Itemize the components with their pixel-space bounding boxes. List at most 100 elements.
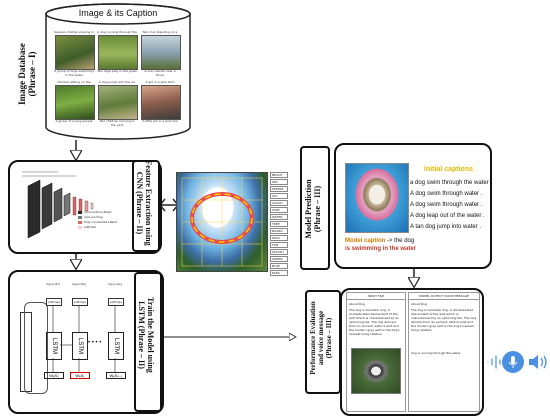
thumb-header-6: A girl in a pink shirt bbox=[145, 80, 175, 84]
input-dog-photo bbox=[351, 348, 401, 394]
database-phase-line1: Image Database bbox=[17, 43, 27, 105]
cnn-legend-item: convolution+ReLU bbox=[78, 210, 128, 214]
legend-label: max pooling bbox=[84, 215, 103, 219]
lstm-output-3: log pₙ(Sₙ) bbox=[108, 282, 123, 286]
feature-tag: FUN bbox=[270, 242, 288, 248]
model-output-panel: MODEL OUTPUT VOICE MESSAGE About Dog The… bbox=[408, 292, 480, 412]
lstm-diagram: log p₁(S₁) log p₂(S₂) log pₙ(Sₙ) softmax… bbox=[16, 280, 128, 406]
evaluation-phase-label-box bbox=[305, 290, 341, 394]
initial-caption: A dog swim through water . bbox=[410, 191, 483, 197]
output-subtitle: About Dog bbox=[411, 302, 427, 306]
initial-caption: A dog swim through water . bbox=[410, 202, 483, 208]
cnn-legend-item: fully connected+ReLU bbox=[78, 220, 128, 224]
lstm-cell-3: LSTM bbox=[108, 332, 124, 360]
cnn-legend-item: softmax bbox=[78, 225, 128, 229]
thumb-photo-6 bbox=[141, 85, 181, 120]
lstm-output-2: log p₂(S₂) bbox=[72, 282, 87, 286]
lstm-input-1: WₑS₀ bbox=[44, 372, 64, 379]
thumb-caption-5: Two children running in the yard bbox=[99, 119, 135, 127]
feature-tag: CLOUD bbox=[270, 200, 288, 206]
thumbnail-grid: Several children playing in the water A … bbox=[54, 30, 182, 130]
evaluation-phase-label: Performance Evaluation and voice message… bbox=[309, 293, 333, 383]
microphone-icon bbox=[502, 351, 524, 373]
feature-tag: TREE bbox=[270, 221, 288, 227]
train-phase-label-box bbox=[134, 272, 162, 412]
thumb-header-5: A dog jumps into the air bbox=[98, 80, 136, 84]
model-caption-rest: is swimming in the water bbox=[345, 246, 417, 252]
voice-waveform-icon bbox=[487, 355, 501, 369]
feature-tag: SPLASH bbox=[270, 249, 288, 255]
speaker-icon bbox=[529, 355, 547, 369]
train-phase-line1: Train the Model using bbox=[146, 297, 155, 373]
thumb-caption-4: A group of young people bbox=[55, 119, 93, 123]
cnn-architecture-diagram bbox=[22, 171, 94, 239]
lstm-input-2: WₑS₁ bbox=[70, 372, 90, 379]
initial-captions-heading: Initial captions bbox=[424, 166, 474, 173]
input-subtitle: About Dog bbox=[349, 302, 365, 306]
legend-label: fully connected+ReLU bbox=[84, 220, 118, 224]
lstm-connectors bbox=[52, 306, 116, 372]
output-extra-text: dog is running through the water bbox=[411, 351, 461, 355]
prediction-phase-label-box bbox=[300, 146, 330, 270]
feature-tag: SEA bbox=[270, 179, 288, 185]
database-phase-label: Image Database (Phrase – I) bbox=[17, 29, 37, 119]
model-caption-arrow: -> the dog bbox=[385, 238, 415, 244]
thumb-caption-1: A group of dogs swimming in the water bbox=[54, 69, 95, 77]
legend-swatch bbox=[78, 215, 82, 219]
legend-swatch bbox=[78, 210, 82, 214]
feature-tag: POOL bbox=[270, 235, 288, 241]
lstm-cell-1: LSTM bbox=[46, 332, 62, 360]
cnn-legend-item: max pooling bbox=[78, 215, 128, 219]
feature-tag: PEOPLE bbox=[270, 186, 288, 192]
lstm-softmax-3: softmax bbox=[108, 298, 125, 306]
legend-label: convolution+ReLU bbox=[84, 210, 112, 214]
initial-caption: A dog leap out of the water . bbox=[410, 213, 485, 219]
evaluation-phase-line3: (Phrase – III) bbox=[325, 317, 333, 359]
feature-tag-list: BEACH SEA PEOPLE SKY CLOUD SURF WATER TR… bbox=[270, 172, 288, 276]
feature-tag: BLUE bbox=[270, 263, 288, 269]
lstm-recurrent-loop bbox=[24, 302, 48, 394]
input-body-text: The dog is domestic dog. A domesticated … bbox=[349, 308, 400, 336]
legend-swatch bbox=[78, 225, 82, 229]
thumb-photo-4 bbox=[55, 85, 95, 120]
feature-sample-photo bbox=[176, 172, 268, 272]
feature-phase-line1: Feature Extraction using bbox=[144, 160, 153, 246]
cnn-legend: convolution+ReLU max pooling fully conne… bbox=[78, 210, 128, 229]
thumb-caption-3: A man stands near a fence bbox=[144, 69, 176, 77]
lstm-softmax-1: softmax bbox=[46, 298, 63, 306]
prediction-phase-line2: (Phrase – III) bbox=[313, 185, 322, 233]
lstm-output-1: log p₁(S₁) bbox=[46, 282, 61, 286]
microphone-glyph bbox=[508, 356, 518, 368]
model-caption: Model caption -> the dog is swimming in … bbox=[345, 237, 465, 253]
feature-phase-label-box bbox=[132, 160, 160, 252]
output-panel-title: MODEL OUTPUT VOICE MESSAGE bbox=[409, 293, 479, 300]
database-phase-line2: (Phrase – I) bbox=[27, 51, 37, 97]
model-caption-label: Model caption bbox=[345, 238, 386, 244]
legend-swatch bbox=[78, 220, 82, 224]
prediction-dog-photo bbox=[345, 163, 409, 233]
feature-tag: WATER bbox=[270, 214, 288, 220]
output-body-text: The dog is domestic dog. A domesticated … bbox=[411, 308, 477, 332]
lstm-softmax-2: softmax bbox=[72, 298, 89, 306]
feature-tag: BOARD bbox=[270, 228, 288, 234]
feature-tag: SURF bbox=[270, 207, 288, 213]
train-phase-line2: LSTM (Phrase – II) bbox=[137, 301, 146, 369]
database-title: Image & its Caption bbox=[78, 8, 158, 18]
thumb-photo-5 bbox=[98, 85, 138, 120]
initial-caption: A tan dog jump into water . bbox=[410, 224, 482, 230]
feature-phase-line2: CNN (Phrase – II) bbox=[135, 171, 144, 235]
initial-caption: a dog swim through the water bbox=[410, 180, 489, 186]
prediction-phase-line1: Model Prediction bbox=[304, 179, 313, 239]
input-panel-title: INPUT FILE bbox=[347, 293, 405, 300]
thumb-caption-2: Two dogs play in the grass bbox=[97, 69, 137, 73]
lstm-cell-2: LSTM bbox=[72, 332, 88, 360]
feature-tag: SKY bbox=[270, 193, 288, 199]
evaluation-phase-line2: and voice message bbox=[317, 310, 325, 366]
thumb-photo-3 bbox=[141, 35, 181, 70]
train-phase-label: Train the Model using LSTM (Phrase – II) bbox=[137, 290, 155, 380]
feature-grid-overlay bbox=[181, 177, 263, 267]
lstm-ellipsis: • • • • bbox=[88, 340, 102, 346]
feature-tag: PARK bbox=[270, 270, 288, 276]
feature-phase-label: Feature Extraction using CNN (Phrase – I… bbox=[135, 158, 153, 248]
lstm-input-3: WₑSₙ₋₁ bbox=[106, 372, 126, 379]
